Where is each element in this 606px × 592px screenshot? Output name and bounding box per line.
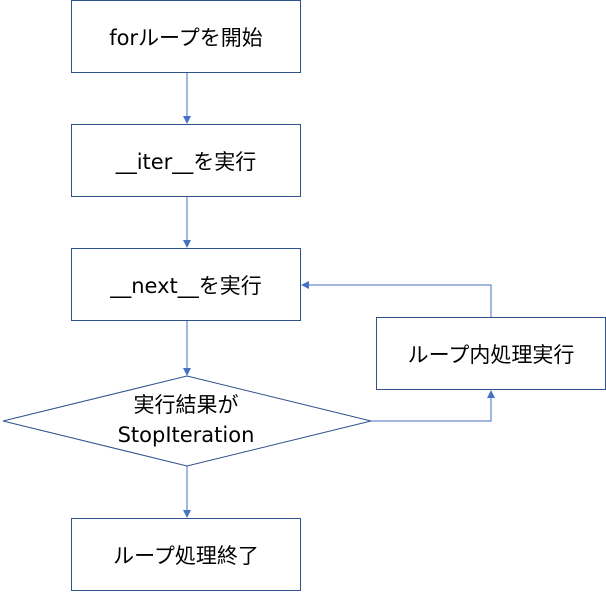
arrow-loop-body-to-next — [301, 281, 492, 317]
iter-label: __iter__を実行 — [115, 149, 257, 174]
arrow-decision-to-loop-body — [371, 390, 495, 422]
loop-end-label: ループ処理終了 — [113, 543, 259, 568]
for-loop-start-label: forループを開始 — [109, 25, 263, 50]
decision-label: 実行結果が StopIteration — [86, 390, 286, 450]
loop-body-node: ループ内処理実行 — [376, 317, 606, 390]
for-loop-start-node: forループを開始 — [71, 0, 301, 73]
loop-body-label: ループ内処理実行 — [407, 342, 575, 367]
decision-label-line-2: StopIteration — [117, 423, 255, 447]
next-node: __next__を実行 — [71, 248, 301, 321]
decision-label-line-1: 実行結果が — [133, 393, 239, 417]
decision-diamond — [2, 375, 372, 467]
loop-end-node: ループ処理終了 — [71, 518, 301, 591]
next-label: __next__を実行 — [110, 273, 262, 298]
iter-node: __iter__を実行 — [71, 124, 301, 197]
